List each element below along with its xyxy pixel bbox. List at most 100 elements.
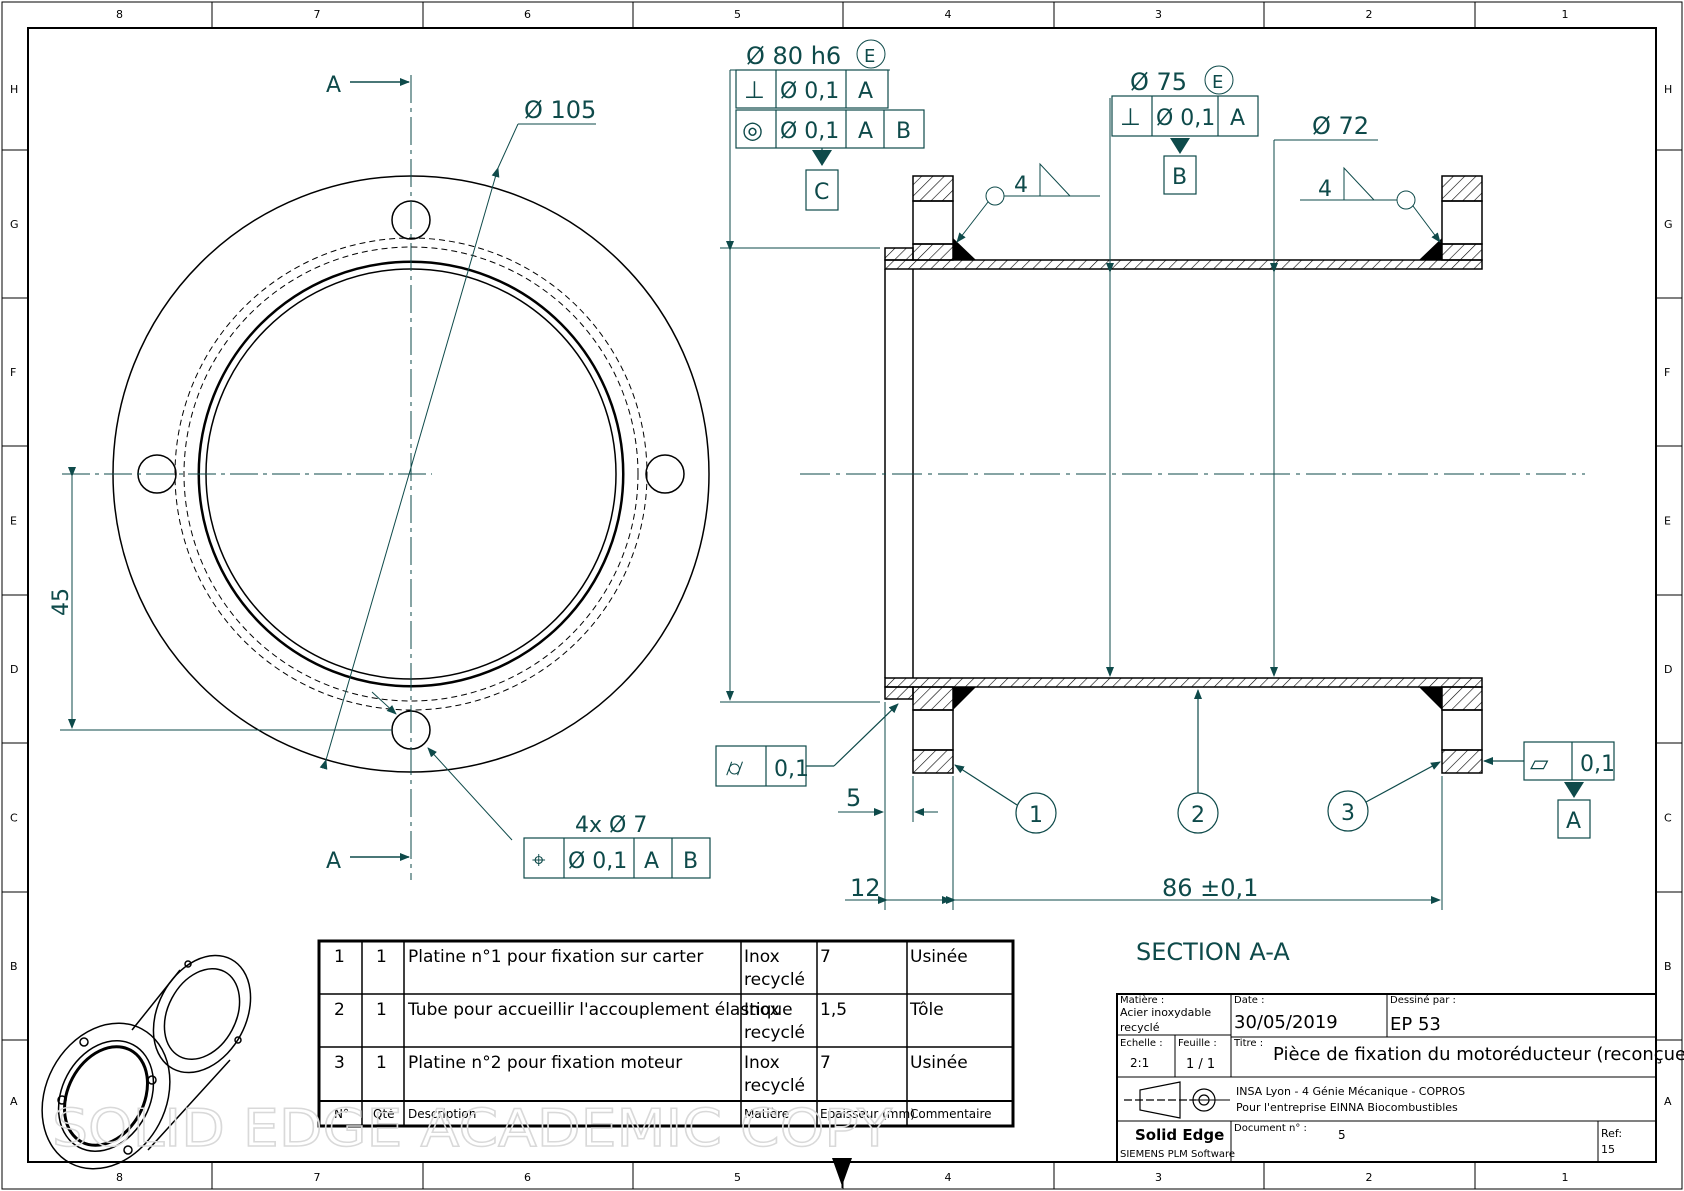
hole-right bbox=[645, 454, 685, 494]
parts-cell-mat: Inox bbox=[744, 1053, 780, 1073]
zone-label-right: D bbox=[1664, 663, 1672, 676]
fcf-perp-80-datum: A bbox=[858, 79, 873, 104]
tb-software-2: SIEMENS PLM Software bbox=[1120, 1149, 1235, 1160]
zone-label-bottom: 8 bbox=[116, 1171, 123, 1184]
zone-label-top: 7 bbox=[314, 8, 321, 21]
datum-c-label: C bbox=[814, 180, 829, 205]
parts-cell-thk: 1,5 bbox=[820, 1000, 847, 1020]
tb-software-1: Solid Edge bbox=[1135, 1126, 1224, 1144]
parts-cell-qty: 1 bbox=[376, 1000, 387, 1020]
zone-label-left: G bbox=[10, 218, 19, 231]
datum-a-label: A bbox=[1566, 809, 1581, 834]
left-flange-top-boss bbox=[912, 175, 954, 202]
section-title: SECTION A-A bbox=[1136, 938, 1290, 966]
zone-label-left: F bbox=[10, 366, 16, 379]
fcf-conc-80-datum-b: B bbox=[896, 119, 911, 144]
cyl-fcf-tol: 0,1 bbox=[774, 757, 809, 782]
zone-label-top: 3 bbox=[1155, 8, 1162, 21]
balloon-2-label: 2 bbox=[1191, 803, 1205, 828]
zone-label-top: 4 bbox=[945, 8, 952, 21]
holes-fcf-datum-b: B bbox=[683, 849, 698, 874]
tube-wall-top bbox=[884, 259, 1483, 270]
cyl-fcf-symbol: ⌭ bbox=[726, 754, 743, 782]
tb-dessine-value: EP 53 bbox=[1390, 1014, 1441, 1035]
tb-org-line-1: INSA Lyon - 4 Génie Mécanique - COPROS bbox=[1236, 1085, 1465, 1098]
fcf-conc-80 bbox=[735, 109, 925, 165]
dia-72-label: Ø 72 bbox=[1312, 112, 1369, 140]
tb-feuille-label: Feuille : bbox=[1178, 1038, 1217, 1049]
zone-label-bottom: 7 bbox=[314, 1171, 321, 1184]
zone-label-right: B bbox=[1664, 960, 1672, 973]
dim-45-label: 45 bbox=[49, 588, 74, 616]
parts-header-desc: Description bbox=[408, 1107, 476, 1121]
zone-label-bottom: 4 bbox=[945, 1171, 952, 1184]
tb-titre-value: Pièce de fixation du motoréducteur (reco… bbox=[1273, 1044, 1684, 1065]
zone-label-right: H bbox=[1664, 83, 1672, 96]
zone-label-left: B bbox=[10, 960, 18, 973]
flat-fcf-tol: 0,1 bbox=[1580, 752, 1615, 777]
tb-feuille-value: 1 / 1 bbox=[1186, 1057, 1215, 1072]
holes-leader bbox=[427, 747, 513, 841]
balloon-1 bbox=[1015, 792, 1057, 834]
zone-label-bottom: 6 bbox=[524, 1171, 531, 1184]
holes-fcf-datum-a: A bbox=[644, 849, 659, 874]
weld-left-top bbox=[953, 238, 976, 260]
dia-105-line bbox=[319, 167, 500, 770]
tb-echelle-value: 2:1 bbox=[1130, 1056, 1149, 1070]
weld-right-size: 4 bbox=[1318, 177, 1332, 202]
right-flange-top-boss bbox=[1441, 175, 1483, 202]
tb-date-label: Date : bbox=[1234, 995, 1264, 1006]
zone-label-left: C bbox=[10, 812, 18, 825]
flat-fcf bbox=[1483, 741, 1615, 781]
hidden-circle-1 bbox=[183, 246, 639, 702]
front-view: A A Ø 105 45 4x Ø 7 ⌖ Ø 0,1 A B bbox=[49, 73, 711, 880]
left-flange-bottom-ring bbox=[912, 686, 954, 711]
datum-a-box bbox=[1557, 799, 1591, 839]
zone-label-bottom: 5 bbox=[734, 1171, 741, 1184]
fcf-conc-80-symbol: ◎ bbox=[742, 116, 763, 144]
zone-label-bottom: 2 bbox=[1366, 1171, 1373, 1184]
fcf-perp-75 bbox=[1111, 95, 1259, 137]
parts-header-thk: Epaisseur (mm) bbox=[820, 1107, 915, 1121]
holes-label: 4x Ø 7 bbox=[575, 813, 647, 838]
zone-label-left: D bbox=[10, 663, 18, 676]
parts-header-qty: Qté bbox=[373, 1107, 395, 1121]
right-flange-bottom-ring bbox=[1441, 686, 1483, 711]
parts-cell-mat: Inox bbox=[744, 1000, 780, 1020]
zone-label-right: G bbox=[1664, 218, 1673, 231]
zone-label-bottom: 3 bbox=[1155, 1171, 1162, 1184]
watermark: SOLID EDGE ACADEMIC COPY bbox=[52, 1099, 892, 1159]
dia-80-envelope: E bbox=[864, 46, 875, 67]
parts-cell-qty: 1 bbox=[376, 947, 387, 967]
zone-label-top: 5 bbox=[734, 8, 741, 21]
dia-75-envelope: E bbox=[1212, 72, 1223, 93]
weld-left-bottom bbox=[953, 687, 976, 710]
datum-b-label: B bbox=[1172, 165, 1187, 190]
fcf-conc-80-tol: Ø 0,1 bbox=[780, 119, 839, 144]
zone-label-right: C bbox=[1664, 812, 1672, 825]
tb-echelle-label: Echelle : bbox=[1120, 1038, 1163, 1049]
zone-label-top: 1 bbox=[1562, 8, 1569, 21]
holes-fcf bbox=[523, 837, 711, 879]
title-block: Matière : Acier inoxydable recyclé Date … bbox=[1116, 993, 1684, 1163]
fcf-conc-80-datum-a: A bbox=[858, 119, 873, 144]
tube-wall-bottom bbox=[884, 677, 1483, 688]
parts-header-mat: Matière bbox=[744, 1107, 789, 1121]
parts-cell-desc: Tube pour accueillir l'accouplement élas… bbox=[407, 1000, 793, 1020]
zone-label-top: 8 bbox=[116, 8, 123, 21]
flat-fcf-symbol: ▱ bbox=[1530, 749, 1549, 777]
tb-ref-value: 15 bbox=[1601, 1143, 1615, 1156]
fcf-perp-75-datum: A bbox=[1230, 106, 1245, 131]
tb-ref-label: Ref: bbox=[1601, 1127, 1622, 1140]
section-view: Ø 80 h6 E ⊥ Ø 0,1 A ◎ Ø 0,1 A B C Ø bbox=[715, 39, 1615, 966]
tb-matiere-value-2: recyclé bbox=[1120, 1021, 1160, 1034]
tb-matiere-label: Matière : bbox=[1120, 994, 1164, 1006]
tb-titre-label: Titre : bbox=[1233, 1038, 1263, 1049]
datum-b-box bbox=[1163, 155, 1197, 195]
parts-cell-no: 2 bbox=[334, 1000, 345, 1020]
weld-right-bottom bbox=[1419, 687, 1442, 710]
right-flange-top-ring bbox=[1441, 243, 1483, 261]
parts-cell-mat: recyclé bbox=[744, 970, 805, 990]
